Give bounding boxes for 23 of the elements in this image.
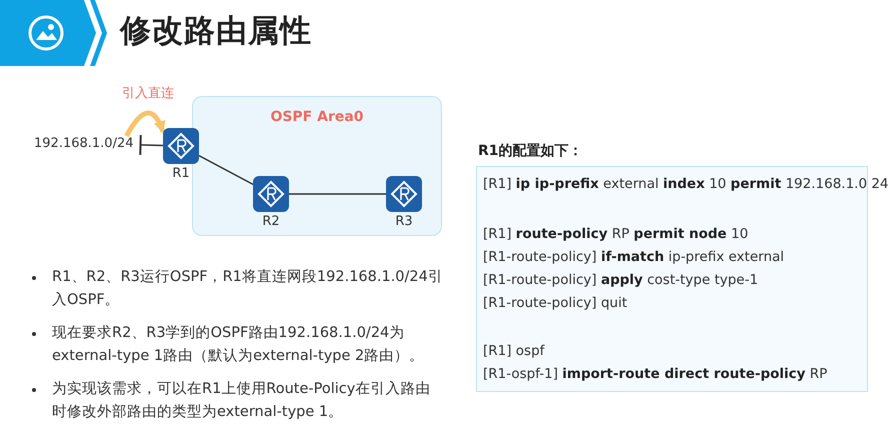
bullet-text: R1、R2、R3运行OSPF，R1将直连网段192.168.1.0/24引入OSPF。 — [52, 268, 444, 310]
code-line: [R1-route-policy] quit — [483, 295, 628, 311]
router-label: R2 — [261, 214, 281, 229]
area-title: OSPF Area0 — [269, 109, 365, 125]
code-line: [R1] route-policy RP permit node 10 — [483, 226, 748, 242]
code-line: [R1-ospf-1] import-route direct route-policy RP — [483, 366, 828, 382]
bullet-text: 现在要求R2、R3学到的OSPF路由192.168.1.0/24为external-type 1路由（默认为external-type 2路由）。 — [52, 324, 426, 366]
section-heading: R1的配置如下： — [478, 142, 583, 160]
link-line — [139, 134, 164, 155]
bullet-text: 为实现该需求，可以在R1上使用Route-Policy在引入路由时修改外部路由的类型为external-type 1。 — [52, 380, 432, 422]
area-box — [192, 96, 442, 236]
slide-title: 修改路由属性 — [120, 12, 312, 51]
edge-label: 引入直连 — [122, 84, 174, 102]
code-line: [R1-route-policy] apply cost-type type-1 — [483, 272, 758, 288]
network-label: 192.168.1.0/24 — [34, 136, 140, 151]
router-label: R3 — [394, 214, 414, 229]
router-label: R1 — [171, 166, 191, 181]
code-line: [R1] ospf — [483, 343, 544, 359]
curved-arrow — [124, 110, 166, 138]
code-line: [R1-route-policy] if-match ip-prefix external — [483, 249, 784, 265]
link-line — [198, 154, 254, 186]
link-line — [289, 193, 386, 195]
code-line: [R1] ip ip-prefix external index 10 permit 192.168.1.0 24 — [483, 176, 889, 192]
